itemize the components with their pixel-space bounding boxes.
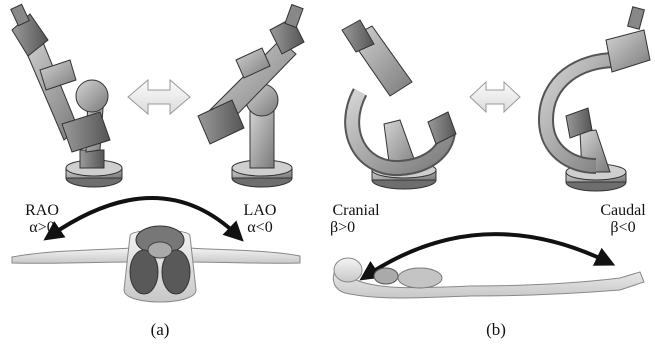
caption-b: (b) bbox=[476, 320, 516, 340]
caudal-condition: β<0 bbox=[592, 219, 654, 236]
rao-condition: α>0 bbox=[14, 219, 70, 236]
lao-label: LAO bbox=[232, 202, 288, 219]
carm-lao-illustration bbox=[198, 5, 304, 187]
cranial-label-group: Cranial β>0 bbox=[322, 202, 390, 236]
rao-label: RAO bbox=[14, 202, 70, 219]
carm-rao-illustration bbox=[11, 4, 122, 187]
patient-side-view bbox=[333, 258, 644, 298]
lao-condition: α<0 bbox=[232, 219, 288, 236]
cranial-condition: β>0 bbox=[322, 219, 390, 236]
carm-cranial-illustration bbox=[342, 20, 456, 189]
carm-caudal-illustration bbox=[546, 7, 650, 191]
caption-a: (a) bbox=[140, 320, 180, 340]
rao-label-group: RAO α>0 bbox=[14, 202, 70, 236]
patient-head-view bbox=[12, 226, 300, 302]
double-arrow-panel-b bbox=[470, 82, 520, 112]
cranial-label: Cranial bbox=[322, 202, 390, 219]
rotation-arrow-panel-b bbox=[366, 234, 608, 276]
caudal-label-group: Caudal β<0 bbox=[592, 202, 654, 236]
caudal-label: Caudal bbox=[592, 202, 654, 219]
lao-label-group: LAO α<0 bbox=[232, 202, 288, 236]
double-arrow-panel-a bbox=[128, 80, 190, 114]
